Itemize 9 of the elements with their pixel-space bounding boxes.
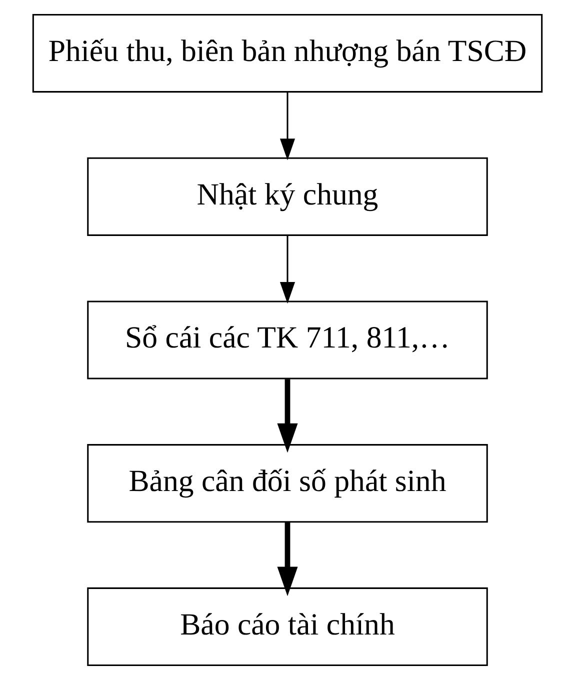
node-box: Phiếu thu, biên bản nhượng bán TSCĐ	[32, 14, 542, 93]
arrow	[276, 522, 298, 596]
arrow	[279, 92, 295, 160]
node-box: Nhật ký chung	[86, 157, 488, 236]
node-box: Báo cáo tài chính	[86, 587, 488, 666]
node-box: Sổ cái các TK 711, 811,…	[86, 300, 488, 380]
node-box: Bảng cân đối số phát sinh	[86, 444, 488, 523]
arrow	[276, 379, 298, 453]
arrow	[279, 236, 295, 304]
